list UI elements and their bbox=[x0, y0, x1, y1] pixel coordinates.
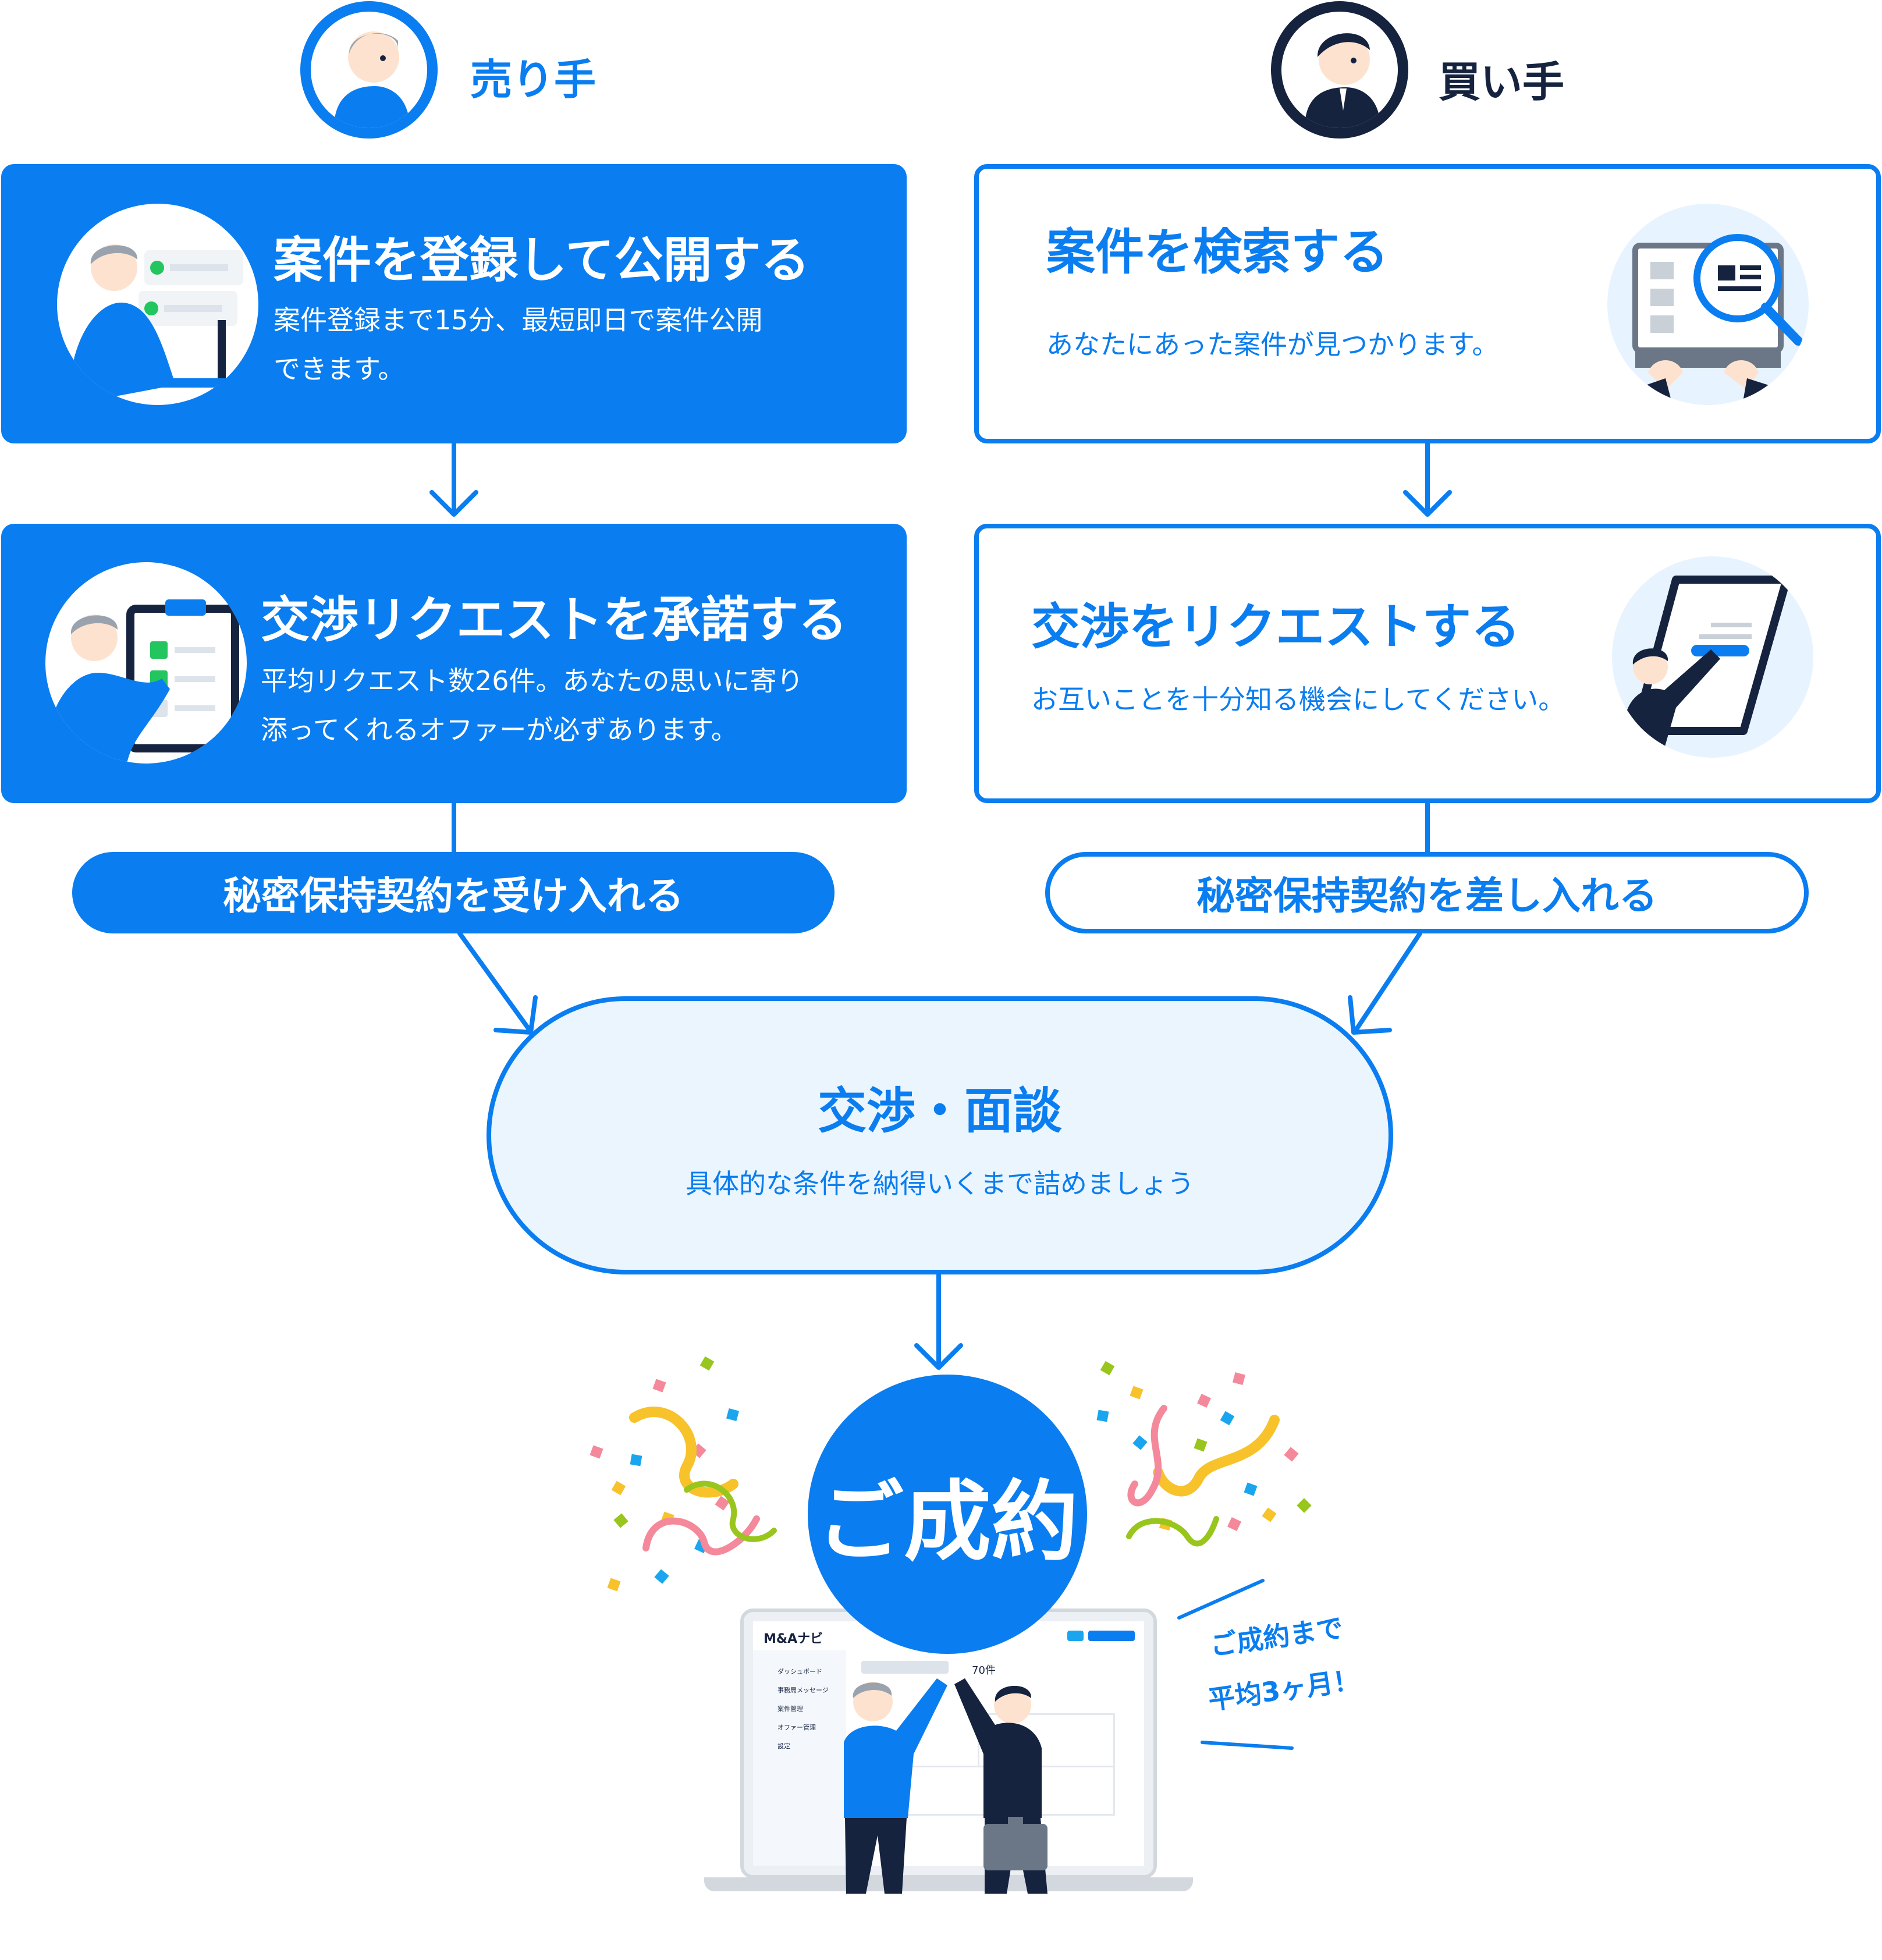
buyer-step1-desc: あなたにあった案件が見つかります。 bbox=[1046, 329, 1499, 360]
seller-step1-desc: 案件登録まで15分、最短即日で案件公開 できます。 bbox=[274, 296, 890, 393]
negotiation-desc: 具体的な条件を納得いくまで詰めましょう bbox=[686, 1168, 1194, 1199]
laptop-logo: M&Aナビ bbox=[764, 1632, 823, 1646]
buyer-nda-pill: 秘密保持契約を差し入れる bbox=[1045, 852, 1809, 933]
buyer-request-illustration bbox=[1612, 556, 1813, 758]
seller-step1-title: 案件を登録して公開する bbox=[274, 232, 810, 289]
buyer-portrait-icon bbox=[1281, 12, 1398, 128]
buyer-role-label: 買い手 bbox=[1439, 58, 1565, 106]
seller-nda-pill: 秘密保持契約を受け入れる bbox=[72, 852, 835, 933]
seller-accept-illustration bbox=[45, 562, 247, 764]
confetti-right bbox=[1096, 1361, 1312, 1547]
buyer-avatar bbox=[1271, 1, 1408, 139]
laptop-header-button bbox=[1067, 1631, 1084, 1641]
laptop-result-count: 70件 bbox=[972, 1664, 996, 1677]
seller-step2-desc: 平均リクエスト数26件。あなたの思いに寄り 添ってくれるオファーが必ずあります。 bbox=[261, 656, 889, 754]
high-five-people-icon bbox=[844, 1678, 1047, 1894]
laptop-header-button-wide bbox=[1088, 1631, 1135, 1641]
seller-step1-desc-line1: 案件登録まで15分、最短即日で案件公開 bbox=[274, 304, 763, 336]
seller-step2-title: 交渉リクエストを承諾する bbox=[261, 591, 848, 648]
seller-role-label: 売り手 bbox=[470, 55, 596, 104]
laptop-search-bar bbox=[861, 1661, 949, 1674]
laptop-menu-item-4: 設定 bbox=[777, 1742, 790, 1750]
laptop-sidebar bbox=[753, 1650, 846, 1866]
laptop-menu-item-3: オファー管理 bbox=[777, 1724, 816, 1731]
buyer-step2-title: 交渉をリクエストする bbox=[1031, 598, 1521, 655]
buyer-search-illustration bbox=[1607, 204, 1809, 405]
seller-step2-desc-line2: 添ってくれるオファーが必ずあります。 bbox=[261, 714, 738, 745]
laptop-menu-item-0: ダッシュボード bbox=[777, 1668, 822, 1675]
negotiation-stage bbox=[487, 996, 1393, 1274]
negotiation-title: 交渉・面談 bbox=[817, 1082, 1062, 1139]
seller-step1-desc-line2: できます。 bbox=[274, 353, 405, 385]
deal-circle: ご成約 bbox=[808, 1375, 1087, 1654]
seller-step2-desc-line1: 平均リクエスト数26件。あなたの思いに寄り bbox=[261, 665, 804, 697]
seller-portrait-icon bbox=[311, 12, 427, 128]
buyer-step2-desc: お互いことを十分知る機会にしてください。 bbox=[1031, 684, 1565, 715]
confetti-left bbox=[590, 1356, 777, 1592]
laptop-menu-item-1: 事務局メッセージ bbox=[777, 1686, 829, 1694]
laptop-base bbox=[704, 1877, 1193, 1891]
seller-avatar bbox=[300, 1, 438, 139]
laptop-menu-item-2: 案件管理 bbox=[777, 1705, 803, 1713]
seller-register-illustration bbox=[57, 204, 258, 405]
buyer-step1-title: 案件を検索する bbox=[1046, 223, 1389, 280]
laptop-illustration: M&Aナビ ダッシュボード 事務局メッセージ 案件管理 オファー管理 設定 70… bbox=[704, 1609, 1193, 1899]
